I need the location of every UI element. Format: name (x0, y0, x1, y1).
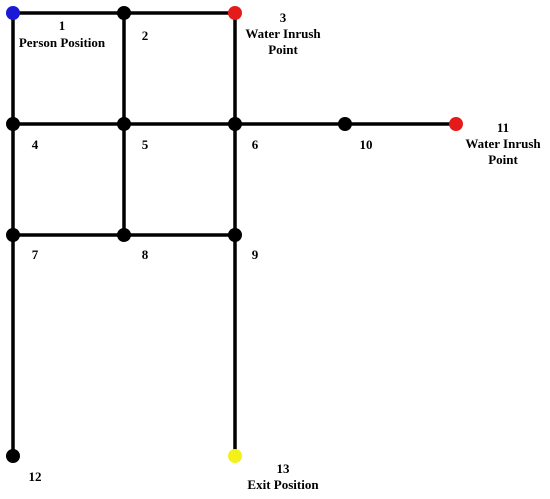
node-12 (6, 449, 20, 463)
node-number-12: 12 (29, 469, 42, 484)
edges-layer (11, 11, 458, 458)
node-number-10: 10 (360, 137, 373, 152)
node-number-1: 1 (59, 18, 66, 33)
node-number-2: 2 (142, 28, 149, 43)
node-11 (449, 117, 463, 131)
node-number-4: 4 (32, 137, 39, 152)
nodes-layer (6, 6, 463, 463)
node-caption-11-line-1: Water Inrush (465, 136, 541, 151)
node-2 (117, 6, 131, 20)
node-4 (6, 117, 20, 131)
node-caption-3-line-2: Point (268, 42, 298, 57)
node-6 (228, 117, 242, 131)
node-number-3: 3 (280, 10, 287, 25)
node-3 (228, 6, 242, 20)
node-9 (228, 228, 242, 242)
node-7 (6, 228, 20, 242)
node-number-8: 8 (142, 247, 149, 262)
node-13 (228, 449, 242, 463)
node-10 (338, 117, 352, 131)
node-caption-13-line-1: Exit Position (247, 477, 319, 492)
node-number-11: 11 (497, 120, 509, 135)
node-number-5: 5 (142, 137, 149, 152)
node-caption-1-line-1: Person Position (19, 35, 106, 50)
node-5 (117, 117, 131, 131)
node-number-9: 9 (252, 247, 259, 262)
node-1 (6, 6, 20, 20)
node-number-6: 6 (252, 137, 259, 152)
node-caption-11-line-2: Point (488, 152, 518, 167)
node-caption-3-line-1: Water Inrush (245, 26, 321, 41)
node-number-7: 7 (32, 247, 39, 262)
node-8 (117, 228, 131, 242)
node-number-13: 13 (277, 461, 291, 476)
